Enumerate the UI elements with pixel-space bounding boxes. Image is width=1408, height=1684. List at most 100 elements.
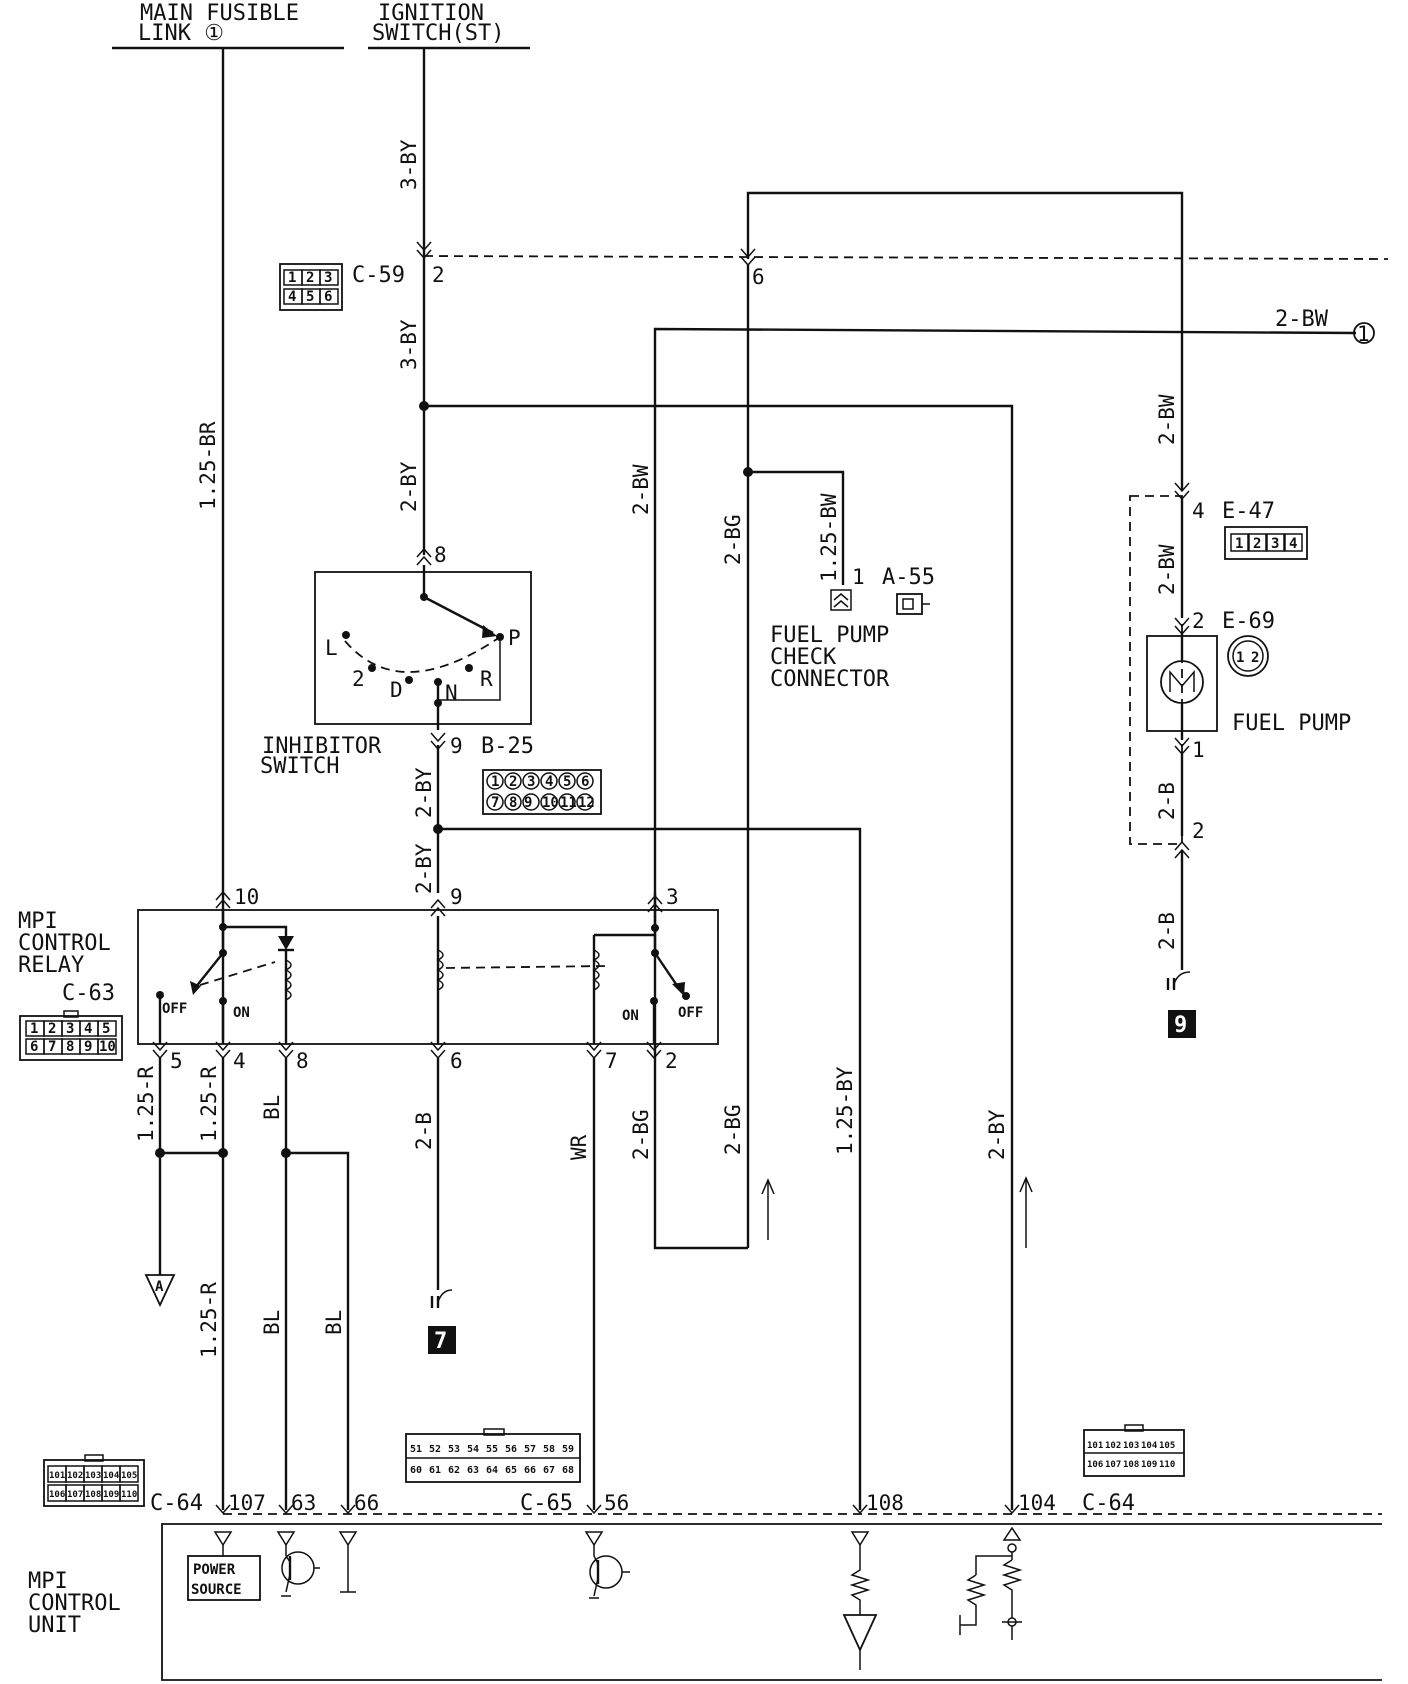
- inhibitor-switch-label-1: INHIBITOR: [262, 734, 382, 759]
- wire-label-1.25-r-b: 1.25-R: [197, 1066, 221, 1142]
- wire-label-2-b-mid: 2-B: [412, 1112, 436, 1150]
- svg-text:108: 108: [85, 1490, 101, 1500]
- power-source-label-1: POWER: [193, 1562, 236, 1578]
- relay-label-1: MPI: [18, 909, 58, 934]
- wire-label-1.25-r-a: 1.25-R: [134, 1066, 158, 1142]
- svg-text:103: 103: [1123, 1441, 1139, 1451]
- svg-text:6: 6: [324, 289, 332, 305]
- wire-label-1.25-by: 1.25-BY: [833, 1066, 857, 1155]
- svg-text:6: 6: [581, 774, 589, 790]
- transistor-icon-63: [276, 1531, 320, 1597]
- svg-text:2: 2: [306, 270, 314, 286]
- connector-icon-e47: 1 2 3 4: [1224, 526, 1308, 560]
- relay-box: [137, 909, 719, 1045]
- svg-text:105: 105: [121, 1471, 137, 1481]
- connector-label-c59: C-59: [352, 263, 405, 288]
- wire-label-2-by-right: 2-BY: [985, 1109, 1009, 1160]
- fuel-pump-label: FUEL PUMP: [1232, 711, 1351, 736]
- svg-text:107: 107: [67, 1490, 83, 1500]
- svg-text:56: 56: [505, 1444, 517, 1455]
- wire-label-2-b-r2: 2-B: [1155, 912, 1179, 950]
- ground-label-7: 7: [434, 1329, 447, 1354]
- relay-label-2: CONTROL: [18, 931, 111, 956]
- relay-right-off: OFF: [678, 1005, 703, 1021]
- pin-ecu-56: 56: [604, 1491, 629, 1515]
- pin-relay-8: 8: [296, 1049, 309, 1073]
- ignition-switch-line2: SWITCH(ST): [372, 21, 504, 46]
- svg-text:4: 4: [84, 1021, 92, 1037]
- ecu-label-2: CONTROL: [28, 1591, 121, 1616]
- svg-text:103: 103: [85, 1471, 101, 1481]
- inhibitor-pos-n: N: [445, 681, 458, 705]
- inhibitor-pos-2: 2: [352, 667, 365, 691]
- wire-label-2-bw-mid: 2-BW: [629, 464, 653, 515]
- connector-label-e69: E-69: [1222, 609, 1275, 634]
- ecu-label-1: MPI: [28, 1569, 68, 1594]
- inhibitor-pos-d: D: [390, 678, 403, 702]
- svg-text:64: 64: [486, 1465, 498, 1476]
- main-fusible-link-line1: MAIN FUSIBLE: [140, 1, 299, 26]
- wire-label-2-by-a: 2-BY: [397, 461, 421, 512]
- ref-circle-1: [1353, 322, 1375, 344]
- pin-e69-2: 2: [1192, 609, 1205, 633]
- ref-triangle-a: A: [144, 1274, 176, 1308]
- pin-inhibitor-8: 8: [434, 543, 447, 567]
- pin-e69-1: 1: [1192, 738, 1205, 762]
- svg-text:8: 8: [509, 795, 517, 811]
- svg-text:3: 3: [324, 270, 332, 286]
- pin-relay-3: 3: [666, 885, 679, 909]
- svg-text:53: 53: [448, 1444, 460, 1455]
- pin-inhibitor-9: 9: [450, 734, 463, 758]
- svg-text:7: 7: [491, 795, 499, 811]
- svg-text:108: 108: [1123, 1460, 1139, 1470]
- svg-text:102: 102: [1105, 1441, 1121, 1451]
- svg-text:3: 3: [1271, 536, 1279, 552]
- svg-text:1: 1: [491, 774, 499, 790]
- fuel-pump-check-label-2: CHECK: [770, 645, 837, 670]
- connector-label-c64-left: C-64: [150, 1491, 203, 1516]
- ground-icon-9: 9: [1166, 971, 1196, 1038]
- ecu-box: [161, 1523, 1382, 1681]
- inhibitor-pos-p: P: [508, 626, 521, 650]
- wire-1.25-by: [438, 827, 862, 1510]
- relay-left-off: OFF: [162, 1001, 187, 1017]
- svg-text:4: 4: [288, 289, 296, 305]
- wire-label-1.25-br: 1.25-BR: [196, 421, 220, 510]
- connector-icon-c63: 1 2 3 4 5 6 7 8 9 10: [19, 1010, 123, 1061]
- pin-relay-2: 2: [665, 1049, 678, 1073]
- connector-icon-a55: [896, 593, 930, 615]
- svg-text:107: 107: [1105, 1460, 1121, 1470]
- wire-label-2-bw-r1: 2-BW: [1155, 394, 1179, 445]
- connector-label-b25: B-25: [481, 734, 534, 759]
- wire-2-bw-fuel-pump: [746, 191, 1184, 490]
- pin-ecu-104: 104: [1018, 1491, 1056, 1515]
- wire-label-1.25-bw: 1.25-BW: [817, 493, 841, 582]
- svg-text:68: 68: [562, 1465, 574, 1476]
- wire-label-3-by-b: 3-BY: [397, 319, 421, 370]
- svg-text:106: 106: [1087, 1460, 1103, 1470]
- wire-label-bl-b: BL: [260, 1310, 284, 1335]
- svg-text:2: 2: [1251, 650, 1259, 666]
- svg-text:7: 7: [48, 1039, 56, 1055]
- svg-text:55: 55: [486, 1444, 498, 1455]
- svg-text:110: 110: [121, 1490, 137, 1500]
- wire-label-bl-c: BL: [322, 1310, 346, 1335]
- svg-text:2: 2: [48, 1021, 56, 1037]
- svg-text:10: 10: [542, 795, 559, 811]
- wire-label-2-bg-b: 2-BG: [721, 1104, 745, 1155]
- pin-ecu-108: 108: [866, 1491, 904, 1515]
- wire-label-2-bw-top: 2-BW: [1275, 307, 1329, 332]
- svg-text:6: 6: [30, 1039, 38, 1055]
- wire-2-by-right: [424, 404, 1014, 1510]
- wire-label-wr: WR: [567, 1134, 591, 1160]
- svg-text:57: 57: [524, 1444, 536, 1455]
- connector-icon-b25: 1 2 3 4 5 6 7 8 9 10 11 12: [482, 769, 602, 815]
- svg-text:109: 109: [1141, 1460, 1157, 1470]
- fuel-pump-dashed-boundary: [1129, 495, 1183, 845]
- check-connector-terminal: [830, 589, 852, 611]
- pin-ecu-66: 66: [354, 1491, 379, 1515]
- pin-relay-7: 7: [605, 1049, 618, 1073]
- wire-label-2-bg-a: 2-BG: [721, 514, 745, 565]
- svg-text:109: 109: [103, 1490, 119, 1500]
